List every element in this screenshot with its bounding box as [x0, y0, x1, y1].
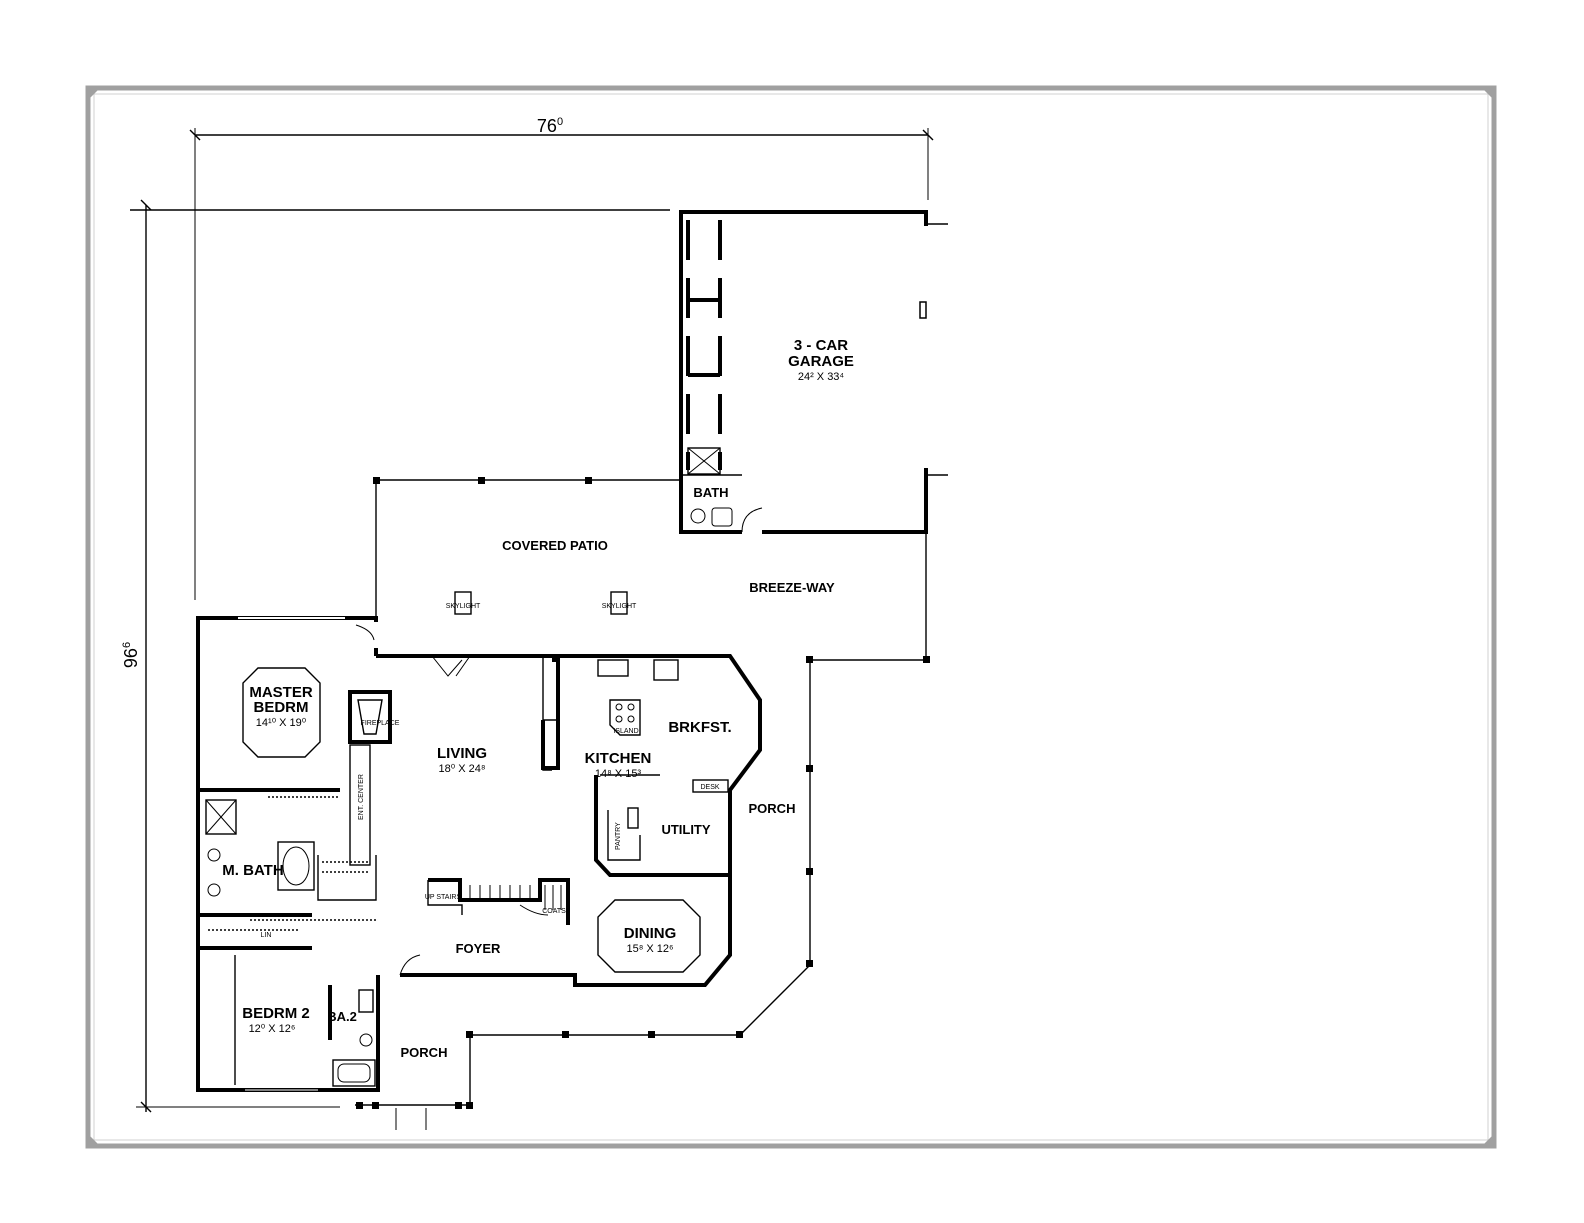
- dimension-lines: [130, 128, 934, 1113]
- kitchen-area: [541, 655, 730, 877]
- bedroom-2-size: 12⁰ X 12⁶: [249, 1023, 296, 1035]
- skylight-2: [610, 591, 628, 615]
- living-french-doors: [431, 655, 471, 677]
- island-label: ISLAND: [613, 728, 638, 735]
- front-porch-outline: [355, 964, 811, 1130]
- fireplace-unit: [348, 690, 392, 866]
- skylight-2-label: SKYLIGHT: [602, 603, 637, 610]
- bedroom-2-label: BEDRM 2: [242, 1005, 310, 1022]
- width-dimension-label: 760: [537, 116, 563, 136]
- ent-center-label: ENT. CENTER: [358, 774, 365, 820]
- stairs-and-coats: [427, 878, 570, 925]
- house-exterior-walls: [196, 616, 762, 1092]
- living-label: LIVING: [437, 745, 487, 762]
- garage-label-line2: GARAGE: [788, 353, 854, 370]
- front-door-swing: [399, 954, 421, 976]
- bedroom-2-area: [234, 955, 376, 1087]
- breakfast-label: BRKFST.: [668, 719, 731, 736]
- covered-patio-outline: [373, 477, 930, 967]
- skylight-1-label: SKYLIGHT: [446, 603, 481, 610]
- master-bath-label: M. BATH: [222, 862, 283, 879]
- garage-walls: [679, 210, 948, 534]
- dining-table-outline: [597, 899, 701, 973]
- garage-size: 24² X 33⁴: [798, 371, 845, 383]
- utility-label: UTILITY: [661, 822, 710, 837]
- kitchen-size: 14⁸ X 15³: [595, 768, 642, 780]
- pantry-label: PANTRY: [615, 822, 622, 850]
- garage-label: 3 - CAR: [794, 337, 848, 354]
- breezeway-label: BREEZE-WAY: [749, 580, 835, 595]
- foyer-label: FOYER: [456, 941, 501, 956]
- fireplace-label: FIREPLACE: [361, 720, 400, 727]
- living-size: 18⁰ X 24⁸: [439, 763, 486, 775]
- master-bedroom-area: [198, 624, 375, 798]
- dining-size: 15⁸ X 12⁶: [626, 943, 673, 955]
- bath-2-label: BA.2: [327, 1009, 357, 1024]
- kitchen-label: KITCHEN: [585, 750, 652, 767]
- master-bedroom-size: 14¹⁰ X 19⁰: [256, 717, 307, 729]
- porch-side-label: PORCH: [749, 801, 796, 816]
- skylight-1: [454, 591, 472, 615]
- master-bath-area: [198, 799, 377, 950]
- porch-front-label: PORCH: [401, 1045, 448, 1060]
- dining-label: DINING: [624, 925, 677, 942]
- master-bedroom-label-line2: BEDRM: [254, 699, 309, 716]
- garage-bath-label: BATH: [693, 485, 728, 500]
- sheet-frame: [85, 85, 1497, 1149]
- desk-label: DESK: [700, 784, 719, 791]
- master-bedroom-label: MASTER: [249, 684, 313, 701]
- covered-patio-label: COVERED PATIO: [502, 538, 608, 553]
- coats-label: COATS: [542, 908, 566, 915]
- up-stairs-label: UP STAIRS: [425, 894, 462, 901]
- depth-dimension-label: 966: [121, 642, 141, 668]
- linen-label: LIN: [261, 932, 272, 939]
